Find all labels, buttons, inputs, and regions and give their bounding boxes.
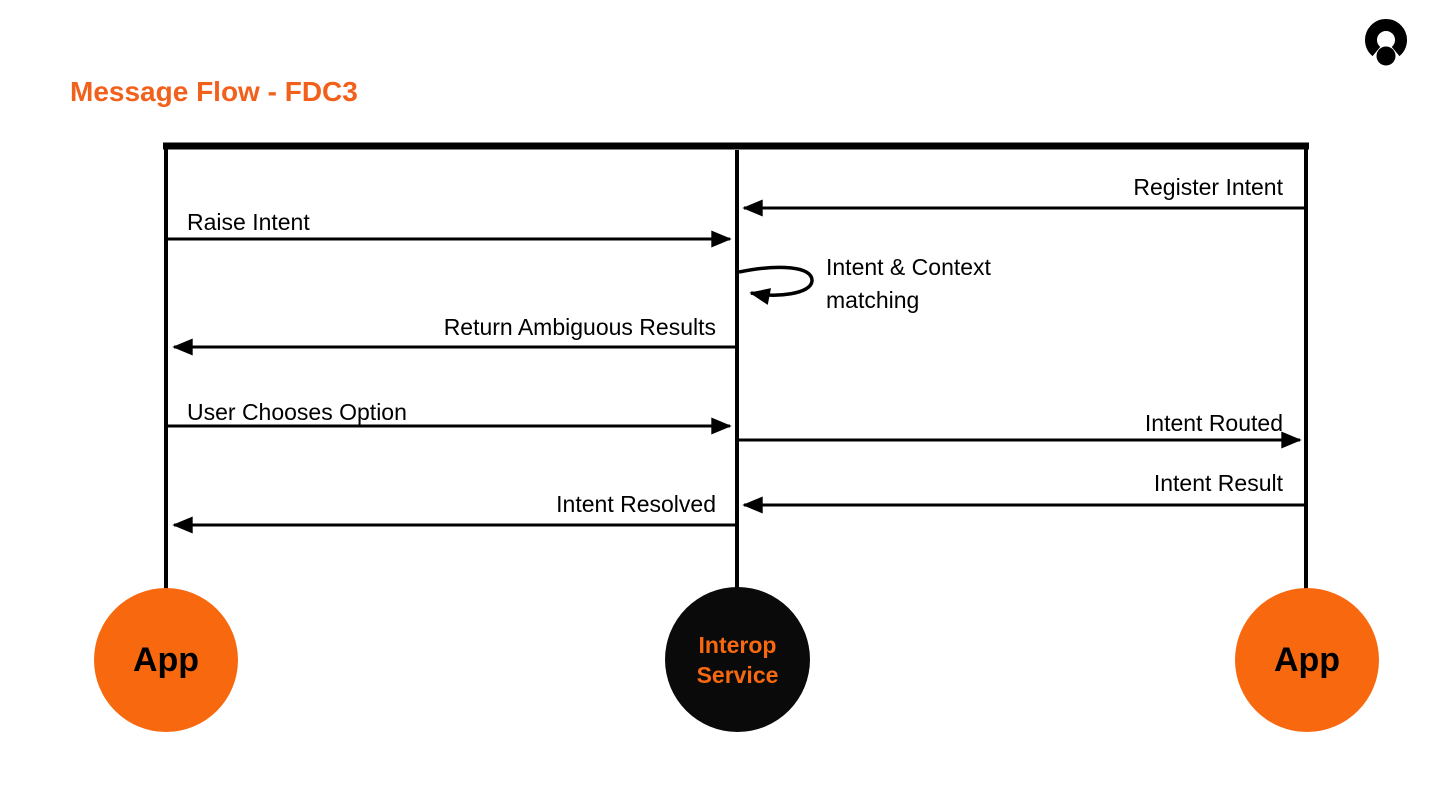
actor-app-left-label: App [132,640,200,679]
message-label-intent-result: Intent Result [1153,470,1283,496]
message-label-intent-resolved: Intent Resolved [556,491,716,517]
loop-label-line1: Intent & Context [826,254,991,280]
logo-arch-shape [1365,19,1407,57]
interop-label-line1: Interop [698,631,777,658]
message-label-raise-intent: Raise Intent [187,209,310,235]
message-label-intent-routed: Intent Routed [1144,410,1283,436]
arrow-intent-context-matching-loop [738,265,814,305]
logo-dot-shape [1376,46,1396,66]
actor-app-right: App [1235,588,1379,732]
actor-app-left: App [94,588,238,732]
actor-app-right-label: App [1273,640,1341,679]
brand-logo-icon [1365,19,1407,66]
message-label-user-chooses-option: User Chooses Option [187,399,407,425]
message-label-intent-context-matching: Intent & Context matching [826,251,991,317]
loop-label-line2: matching [826,287,920,313]
interop-label-line2: Service [696,661,779,688]
actor-interop-service: Interop Service [665,587,810,732]
message-label-register-intent: Register Intent [1133,174,1283,200]
actor-interop-service-label: Interop Service [697,630,779,690]
message-label-return-ambiguous-results: Return Ambiguous Results [443,314,716,340]
page-title: Message Flow - FDC3 [70,76,358,107]
